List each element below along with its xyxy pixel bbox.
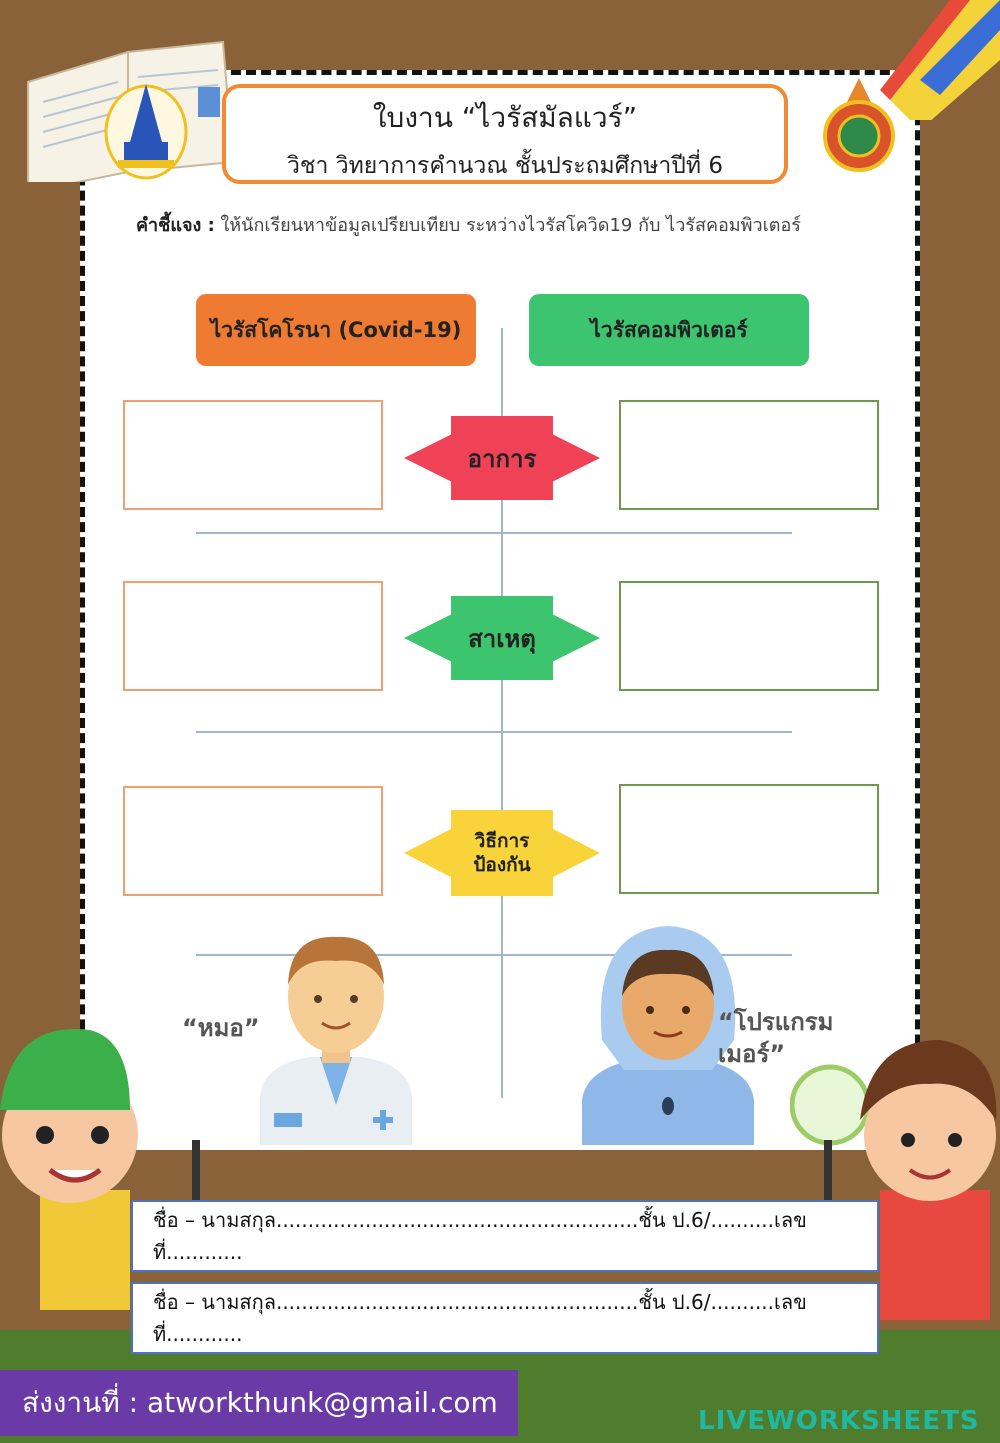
- worksheet-title: ใบงาน “ไวรัสมัลแวร์”: [372, 101, 638, 134]
- doctor-icon: [260, 936, 412, 1145]
- computer-prevention-answer-box[interactable]: [619, 784, 879, 894]
- covid-symptoms-answer-box[interactable]: [123, 400, 383, 510]
- doctor-caption: “หมอ”: [182, 1014, 260, 1042]
- programmer-caption-line2: เมอร์”: [718, 1040, 786, 1068]
- header-box: ใบงาน “ไวรัสมัลแวร์” วิชา วิทยาการคำนวณ …: [222, 84, 788, 184]
- topic-prevention-line2: ป้องกัน: [473, 854, 531, 876]
- programmer-icon: [582, 926, 754, 1145]
- ministry-emblem-icon: [823, 78, 895, 172]
- pencil-icon: [880, 0, 1000, 120]
- covid-prevention-answer-box[interactable]: [123, 786, 383, 896]
- covid-cause-answer-box[interactable]: [123, 581, 383, 691]
- horizontal-divider-2: [196, 731, 792, 733]
- instruction-label: คำชี้แจง :: [136, 215, 215, 236]
- programmer-caption-line1: “โปรแกรม: [718, 1008, 834, 1036]
- column-header-covid: ไวรัสโคโรนา (Covid-19): [196, 294, 476, 366]
- worksheet-subtitle: วิชา วิทยาการคำนวณ ชั้นประถมศึกษาปีที่ 6: [286, 153, 724, 179]
- boy-with-magnifier-icon: [790, 1040, 997, 1320]
- name-row-2[interactable]: ชื่อ – นามสกุล..........................…: [131, 1282, 879, 1354]
- column-header-computer-virus: ไวรัสคอมพิวเตอร์: [529, 294, 809, 366]
- boy-with-cap-icon: [0, 1029, 200, 1310]
- send-work-bar: ส่งงานที่ : atworkthunk@gmail.com: [0, 1370, 518, 1436]
- instruction-text: ให้นักเรียนหาข้อมูลเปรียบเทียบ ระหว่างไว…: [214, 215, 801, 236]
- topic-prevention-line1: วิธีการ: [474, 830, 530, 852]
- programmer-caption: “โปรแกรมเมอร์”: [718, 1006, 834, 1070]
- name-row-1[interactable]: ชื่อ – นามสกุล..........................…: [131, 1200, 879, 1272]
- computer-symptoms-answer-box[interactable]: [619, 400, 879, 510]
- liveworksheets-logo: LIVEWORKSHEETS: [698, 1406, 980, 1436]
- dashed-border: [80, 70, 920, 1150]
- instruction: คำชี้แจง : ให้นักเรียนหาข้อมูลเปรียบเทีย…: [136, 210, 856, 239]
- horizontal-divider-3: [196, 954, 792, 956]
- vertical-divider: [501, 328, 503, 1098]
- school-logo-icon: [104, 84, 188, 180]
- horizontal-divider-1: [196, 532, 792, 534]
- computer-cause-answer-box[interactable]: [619, 581, 879, 691]
